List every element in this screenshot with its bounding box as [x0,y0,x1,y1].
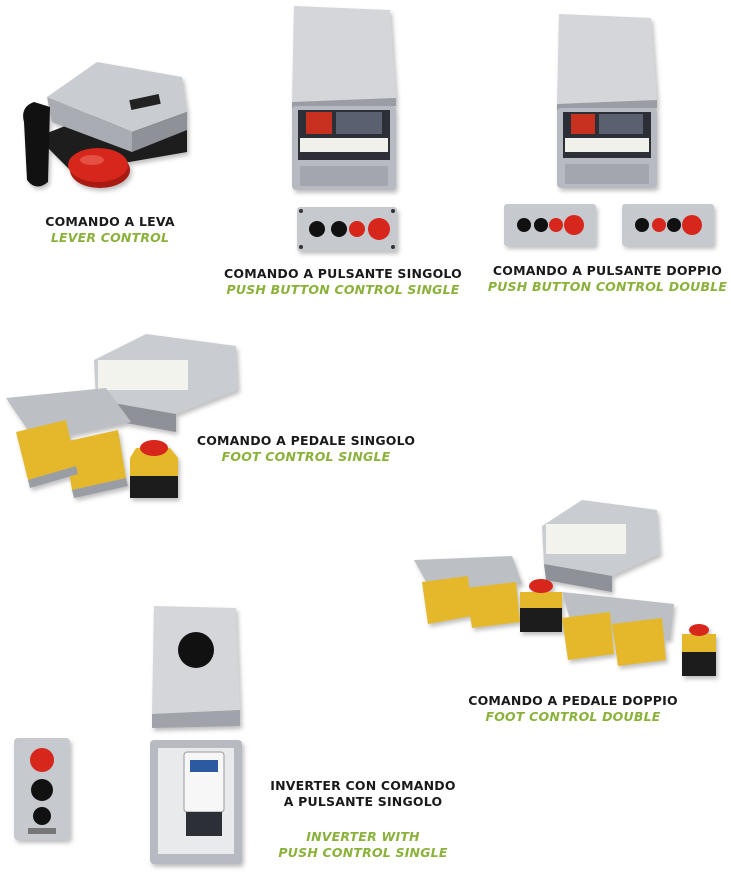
foot-double-caption: COMANDO A PEDALE DOPPIO FOOT CONTROL DOU… [455,693,691,724]
inverter-cover-image [152,606,240,728]
push-single-label-it: COMANDO A PULSANTE SINGOLO [224,266,462,281]
inverter-enclosure-image [150,740,242,864]
lever-control-image [23,62,187,188]
push-double-panel-right-image [622,204,714,246]
foot-double-label-en: FOOT CONTROL DOUBLE [485,708,661,724]
inverter-caption: INVERTER CON COMANDO A PULSANTE SINGOLO … [248,778,478,861]
lever-control-label-it: COMANDO A LEVA [45,214,175,229]
push-single-label-en: PUSH BUTTON CONTROL SINGLE [226,281,460,297]
inverter-label-en-line1: INVERTER WITH [306,829,420,845]
push-double-label-en: PUSH BUTTON CONTROL DOUBLE [487,278,728,294]
foot-single-label-en: FOOT CONTROL SINGLE [221,448,391,464]
inverter-control-panel-image [14,738,70,840]
inverter-label-en-line2: PUSH CONTROL SINGLE [278,844,448,860]
push-double-enclosure-image [557,14,657,188]
push-double-label-it: COMANDO A PULSANTE DOPPIO [492,263,723,278]
foot-single-label-it: COMANDO A PEDALE SINGOLO [196,433,416,448]
push-single-enclosure-image [292,6,396,190]
foot-double-image [414,500,716,676]
foot-single-caption: COMANDO A PEDALE SINGOLO FOOT CONTROL SI… [196,433,416,464]
lever-control-caption: COMANDO A LEVA LEVER CONTROL [20,214,200,245]
push-double-caption: COMANDO A PULSANTE DOPPIO PUSH BUTTON CO… [480,263,731,294]
push-double-panel-left-image [504,204,596,246]
foot-double-label-it: COMANDO A PEDALE DOPPIO [468,693,678,708]
inverter-label-it-line1: INVERTER CON COMANDO [270,778,456,793]
push-single-panel-image [297,207,397,251]
foot-single-image [6,334,238,498]
push-single-caption: COMANDO A PULSANTE SINGOLO PUSH BUTTON C… [212,266,474,297]
inverter-label-it-line2: A PULSANTE SINGOLO [283,793,443,809]
lever-control-label-en: LEVER CONTROL [50,229,170,245]
